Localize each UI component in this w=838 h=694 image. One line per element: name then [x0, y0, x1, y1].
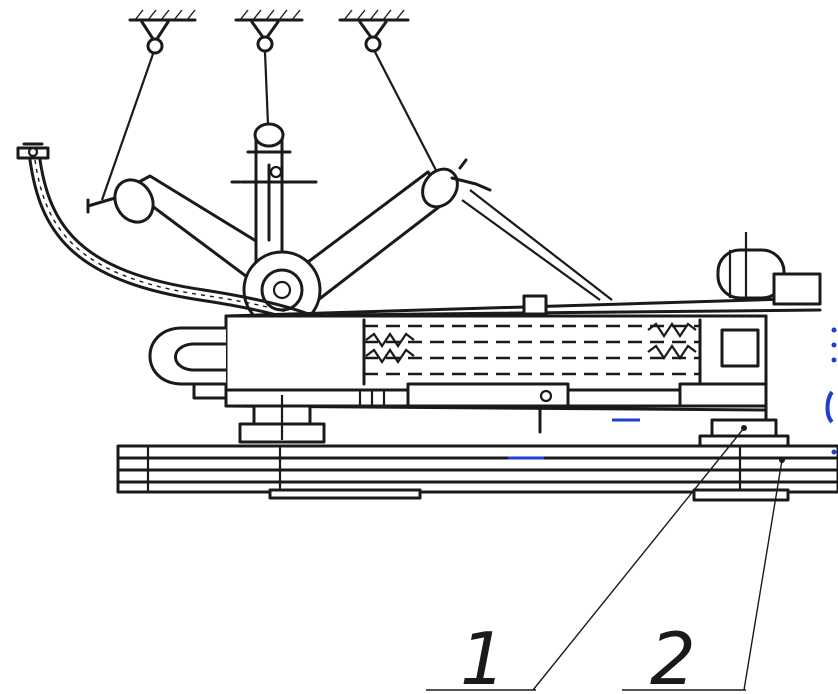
callout-label-2: 2 [650, 617, 696, 694]
lower-slide [358, 382, 768, 434]
central-mast [230, 122, 318, 270]
ceiling-anchor-right [338, 9, 410, 53]
motor-housing [716, 232, 822, 306]
pivot-wheel [242, 250, 322, 330]
callout-1-leader [426, 425, 747, 691]
suspension-ropes [100, 51, 613, 301]
blue-marks [508, 327, 837, 460]
base-rail [116, 444, 838, 502]
callout-2-leader [622, 457, 785, 691]
boom-arm-right [298, 158, 492, 302]
ceiling-anchor-middle [234, 9, 304, 53]
internal-cylinder [362, 318, 702, 386]
ceiling-anchor-left [128, 9, 197, 55]
square-window [720, 328, 760, 368]
hose-fitting [16, 142, 50, 160]
callout-label-1: 1 [460, 617, 506, 694]
